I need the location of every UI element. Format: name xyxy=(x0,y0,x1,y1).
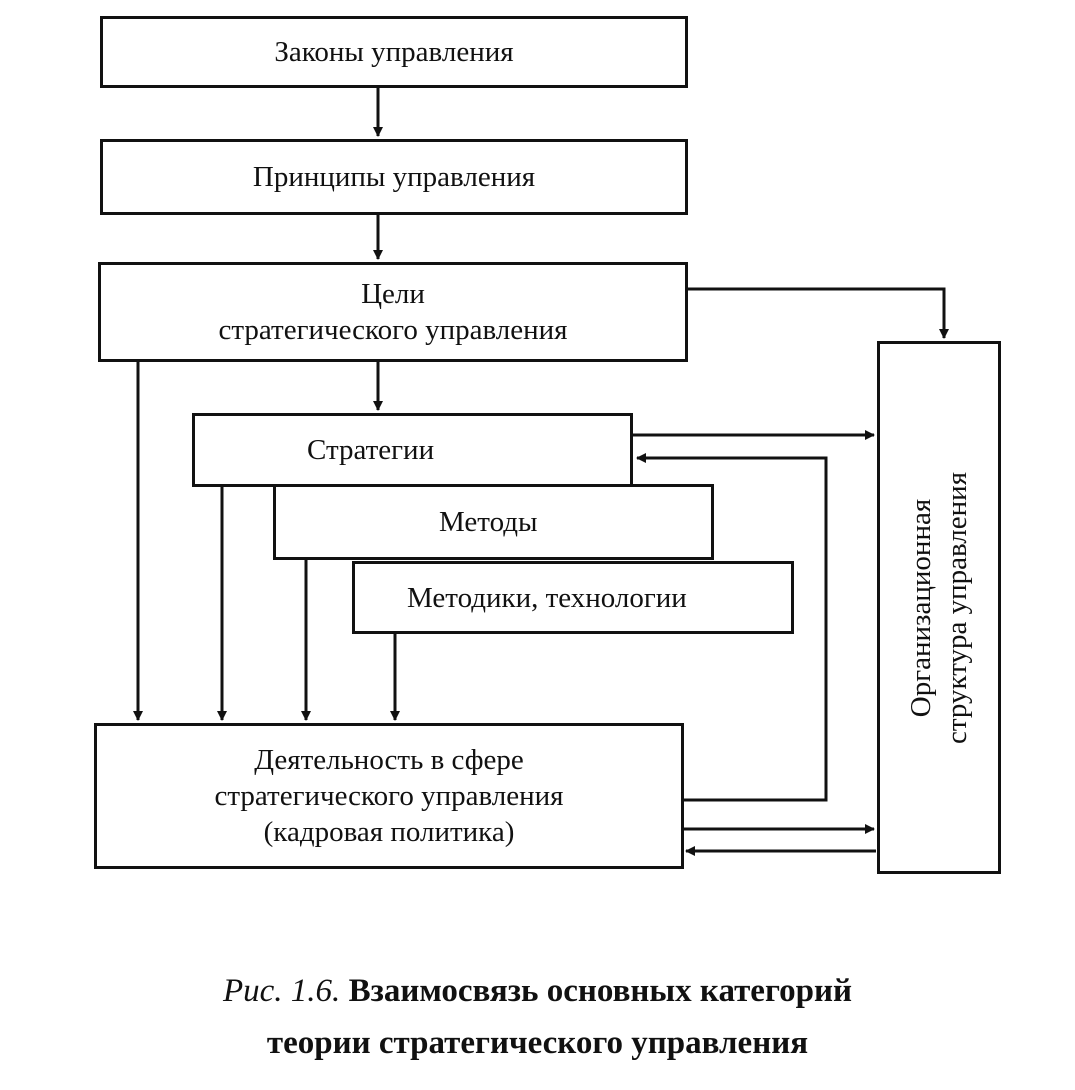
box-goals: Цели стратегического управления xyxy=(98,262,688,362)
figure-caption-line1: Рис. 1.6. Взаимосвязь основных категорий xyxy=(0,965,1075,1017)
arrow-goals-to-org-structure xyxy=(686,287,949,339)
box-org-structure-label: Организационная структура управления xyxy=(903,471,975,743)
figure-caption-title-line2: теории стратегического управления xyxy=(266,1025,809,1061)
box-org-structure-label-line2: структура управления xyxy=(941,471,973,744)
box-org-structure: Организационная структура управления xyxy=(877,341,1001,874)
box-activity-label-line3: (кадровая политика) xyxy=(263,816,515,848)
box-activity: Деятельность в сфере стратегического упр… xyxy=(94,723,684,869)
figure-caption-title-line1: Взаимосвязь основных категорий xyxy=(348,973,852,1009)
box-laws-label: Законы управления xyxy=(274,36,514,68)
box-principles: Принципы управления xyxy=(100,139,688,215)
box-laws: Законы управления xyxy=(100,16,688,88)
box-goals-label-line1: Цели xyxy=(361,278,425,310)
box-methods-label: Методы xyxy=(439,506,538,538)
box-activity-label-line2: стратегического управления xyxy=(214,780,564,812)
figure-caption-line2: теории стратегического управления xyxy=(0,1017,1075,1069)
box-goals-label-line2: стратегического управления xyxy=(218,314,568,346)
box-techniques-label: Методики, технологии xyxy=(407,581,687,614)
box-org-structure-label-line1: Организационная xyxy=(905,498,937,717)
arrow-activity-feedback-to-strategies xyxy=(636,453,828,802)
box-techniques: Методики, технологии xyxy=(352,561,794,634)
box-methods: Методы xyxy=(273,484,714,560)
box-strategies: Стратегии xyxy=(192,413,633,487)
box-principles-label: Принципы управления xyxy=(252,161,536,193)
box-activity-label-line1: Деятельность в сфере xyxy=(254,744,524,776)
figure-caption-number: Рис. 1.6. xyxy=(223,973,341,1009)
figure-caption: Рис. 1.6. Взаимосвязь основных категорий… xyxy=(0,965,1075,1069)
box-strategies-label: Стратегии xyxy=(307,434,435,466)
